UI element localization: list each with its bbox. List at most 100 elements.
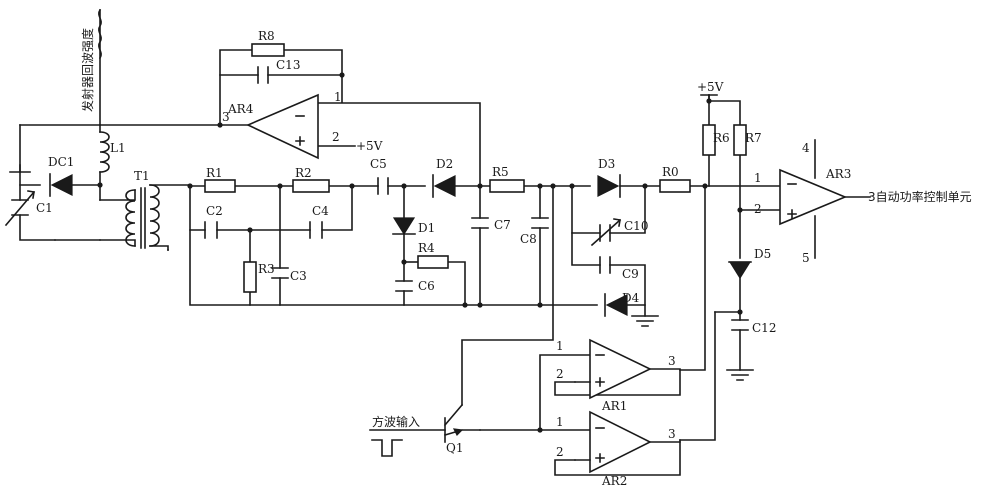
label-l1: L1 xyxy=(110,141,126,155)
resistor-r3 xyxy=(243,261,257,293)
label-q1: Q1 xyxy=(446,441,463,455)
pin-ar1-1: 1 xyxy=(556,339,564,353)
pin-ar3-2: 2 xyxy=(754,202,762,216)
label-c6: C6 xyxy=(418,279,435,293)
capacitor-c4 xyxy=(309,221,323,239)
label-c2: C2 xyxy=(206,204,223,218)
capacitor-c10 xyxy=(590,218,622,247)
diode-d4 xyxy=(604,293,628,317)
diodes xyxy=(49,173,752,317)
pin-ar3-4: 4 xyxy=(802,141,810,155)
opamp-ar2 xyxy=(574,410,681,474)
ground-d4 xyxy=(631,315,659,327)
antenna-icon xyxy=(98,8,102,60)
resistor-r5 xyxy=(489,179,525,193)
label-r4: R4 xyxy=(418,241,435,255)
label-r6: R6 xyxy=(713,131,730,145)
label-c3: C3 xyxy=(290,269,307,283)
label-d2: D2 xyxy=(436,157,453,171)
label-c5: C5 xyxy=(370,157,387,171)
transistor-q1 xyxy=(443,403,481,443)
inductor-l1 xyxy=(99,124,110,173)
pin-ar2-3: 3 xyxy=(668,427,676,441)
pin-ar1-3: 3 xyxy=(668,354,676,368)
label-d5: D5 xyxy=(754,247,771,261)
resistors xyxy=(204,43,747,293)
capacitor-c9 xyxy=(599,256,611,274)
label-c13: C13 xyxy=(276,58,300,72)
label-d4: D4 xyxy=(622,291,640,305)
diode-dc1 xyxy=(49,173,73,197)
diode-d1 xyxy=(392,217,416,236)
capacitor-c1 xyxy=(4,190,36,227)
label-dc1: DC1 xyxy=(48,155,74,169)
label-ar2: AR2 xyxy=(601,474,627,488)
label-c4: C4 xyxy=(312,204,329,218)
label-c1: C1 xyxy=(36,201,53,215)
resistor-r1 xyxy=(204,179,236,193)
label-ar3: AR3 xyxy=(825,167,851,181)
label-r5: R5 xyxy=(492,165,509,179)
resistor-r4 xyxy=(417,255,449,269)
label-r8: R8 xyxy=(258,29,275,43)
label-c7: C7 xyxy=(494,218,511,232)
label-ar1: AR1 xyxy=(601,399,627,413)
wires xyxy=(19,9,871,476)
diode-d5 xyxy=(728,261,752,280)
pin-ar1-2: 2 xyxy=(556,367,564,381)
capacitor-c12 xyxy=(731,319,749,331)
square-wave-icon xyxy=(371,439,403,457)
label-r7: R7 xyxy=(745,131,762,145)
diode-d2 xyxy=(432,174,456,198)
resistor-r7 xyxy=(733,124,747,156)
supply-top: +5V xyxy=(697,80,724,94)
capacitor-c13 xyxy=(257,66,269,84)
capacitor-c5 xyxy=(377,177,389,195)
label-c10: C10 xyxy=(624,219,648,233)
label-d3: D3 xyxy=(598,157,615,171)
capacitor-c6 xyxy=(395,280,413,292)
antenna-label: 发射器回波强度 xyxy=(80,28,95,112)
label-r2: R2 xyxy=(295,166,312,180)
resistor-r8 xyxy=(251,43,285,57)
supply-markers xyxy=(700,94,718,102)
component-labels: DC1 C1 L1 T1 R8 C13 AR4 R1 R2 C2 C4 R3 C… xyxy=(36,29,851,488)
pin-ar4-2: 2 xyxy=(332,130,340,144)
capacitor-c2 xyxy=(204,221,218,239)
label-c8: C8 xyxy=(520,232,537,246)
label-r1: R1 xyxy=(206,166,223,180)
label-r3: R3 xyxy=(258,262,275,276)
label-r0: R0 xyxy=(662,165,679,179)
diode-d3 xyxy=(597,174,621,198)
label-d1: D1 xyxy=(418,221,435,235)
ground-dc1 xyxy=(9,164,31,173)
pin-ar3-1: 1 xyxy=(754,171,762,185)
label-ar4: AR4 xyxy=(227,102,254,116)
label-t1: T1 xyxy=(134,169,150,183)
label-c9: C9 xyxy=(622,267,639,281)
resistor-r2 xyxy=(292,179,330,193)
capacitor-c7 xyxy=(471,217,489,229)
capacitor-c8 xyxy=(531,217,549,229)
opamp-ar1 xyxy=(574,338,681,400)
pin-ar4-1: 1 xyxy=(334,90,342,104)
pin-ar3-5: 5 xyxy=(802,251,810,265)
opamp-ar4 xyxy=(246,93,319,160)
supply-ar4: +5V xyxy=(356,139,383,153)
opamps xyxy=(246,93,848,474)
grounds xyxy=(9,164,754,381)
resistor-r6 xyxy=(702,124,716,156)
label-c12: C12 xyxy=(752,321,776,335)
capacitors xyxy=(4,66,749,331)
output-label: 3自动功率控制单元 xyxy=(868,189,972,204)
junctions xyxy=(97,72,743,433)
pin-labels: 3 1 2 +5V +5V 1 2 4 5 1 2 3 1 2 3 xyxy=(222,80,810,459)
pin-ar2-1: 1 xyxy=(556,415,564,429)
capacitor-c3 xyxy=(271,267,289,279)
pin-ar2-2: 2 xyxy=(556,445,564,459)
opamp-ar3 xyxy=(779,168,848,226)
ground-c12 xyxy=(726,369,754,381)
resistor-r0 xyxy=(659,179,691,193)
pin-ar4-3: 3 xyxy=(222,110,230,124)
